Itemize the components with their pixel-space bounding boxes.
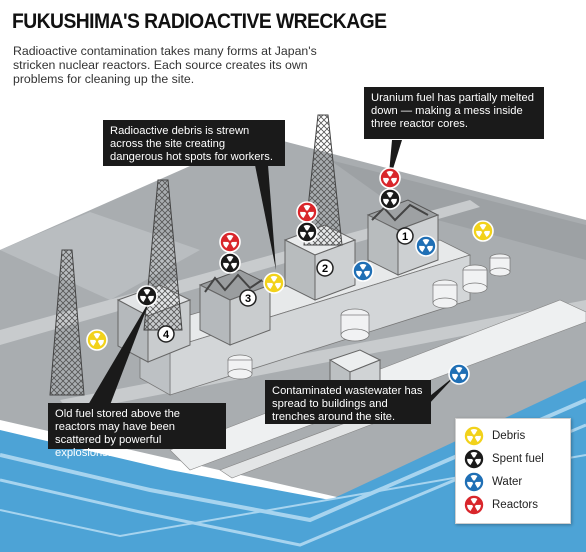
legend-label: Debris: [492, 430, 526, 442]
legend-item-water: Water: [464, 472, 522, 492]
reactor-number-2: 2: [322, 263, 328, 275]
spent-fuel-marker-icon: [379, 188, 401, 210]
debris-marker-icon: [86, 329, 108, 351]
spent-fuel-marker-icon: [136, 285, 158, 307]
legend-label: Spent fuel: [492, 453, 544, 465]
water-marker-icon: [415, 235, 437, 257]
legend-item-reactors: Reactors: [464, 495, 538, 515]
spent-fuel-marker-icon: [296, 221, 318, 243]
reactor-marker-icon: [219, 231, 241, 253]
reactors-legend-icon: [464, 495, 484, 515]
legend-label: Water: [492, 476, 523, 488]
spent-fuel-legend-icon: [464, 449, 484, 469]
callout-spent-fuel: Old fuel stored above the reactors may h…: [48, 403, 226, 459]
spent-fuel-marker-icon: [219, 252, 241, 274]
water-legend-icon: [464, 472, 484, 492]
sea: [0, 380, 586, 552]
legend: Debris Spent fuel Water Reactors: [455, 418, 571, 524]
subtitle: Radioactive contamination takes many for…: [13, 44, 317, 86]
callout-uranium: Uranium fuel has partially melted down —…: [364, 87, 544, 139]
reactor-marker-icon: [379, 167, 401, 189]
debris-marker-icon: [263, 272, 285, 294]
storage-tanks: [227, 253, 511, 380]
legend-item-spent-fuel: Spent fuel: [464, 449, 544, 469]
reactor-number-1: 1: [402, 231, 408, 243]
debris-legend-icon: [464, 426, 484, 446]
page-title: FUKUSHIMA'S RADIOACTIVE WRECKAGE: [12, 10, 387, 33]
legend-item-debris: Debris: [464, 426, 525, 446]
water-marker-icon: [448, 363, 470, 385]
reactor-number-4: 4: [163, 329, 170, 341]
reactor-marker-icon: [296, 201, 318, 223]
legend-label: Reactors: [492, 499, 539, 511]
reactor-number-3: 3: [245, 293, 251, 305]
water-marker-icon: [352, 260, 374, 282]
callout-water: Contaminated wastewater has spread to bu…: [265, 380, 431, 424]
debris-marker-icon: [472, 220, 494, 242]
callout-debris: Radioactive debris is strewn across the …: [103, 120, 285, 166]
